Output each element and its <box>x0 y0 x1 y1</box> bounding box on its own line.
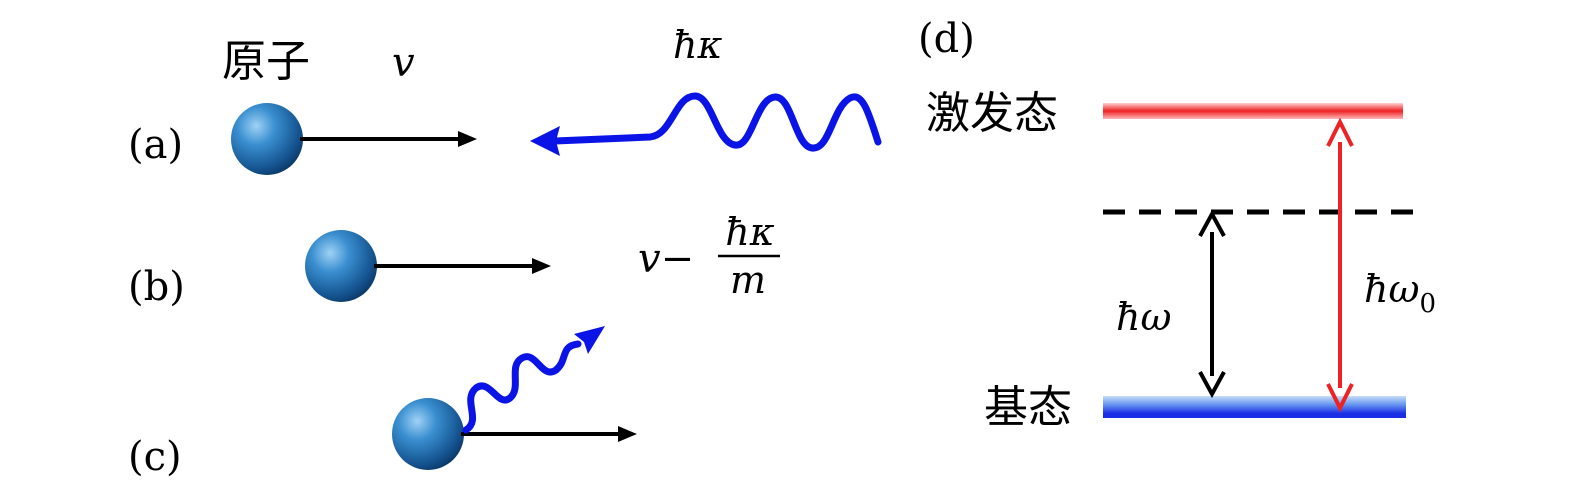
panel-d-label: (d) <box>918 16 975 62</box>
atom-label: 原子 <box>222 36 310 87</box>
panel-a-label: (a) <box>128 122 183 168</box>
panel-d: (d) 激发态 基态 ħω ħω0 <box>918 16 1436 433</box>
emitted-photon-wave <box>462 326 605 434</box>
velocity-arrow <box>300 131 477 147</box>
transition-energy-subscript: 0 <box>1419 289 1436 319</box>
laser-energy-label: ħω <box>1116 295 1171 339</box>
atom-sphere <box>392 398 464 470</box>
laser-photon-arrow <box>1198 209 1226 399</box>
fraction-denominator: m <box>730 258 766 302</box>
reduced-velocity-arrow <box>374 258 551 274</box>
reduced-velocity-prefix: v− <box>638 236 694 282</box>
ground-state-label: 基态 <box>984 382 1072 433</box>
panel-c-label: (c) <box>128 434 182 480</box>
excited-state-label: 激发态 <box>926 88 1058 139</box>
transition-arrow <box>1326 117 1354 413</box>
incoming-photon-wave <box>530 92 882 156</box>
panel-b-label: (b) <box>128 264 185 310</box>
atom-sphere <box>231 103 303 175</box>
excited-level-line <box>1103 103 1403 119</box>
ground-level-line <box>1103 396 1406 418</box>
panel-c: (c) <box>128 326 637 480</box>
panel-b: (b) v− ħκ m <box>128 210 780 310</box>
fraction-numerator: ħκ <box>725 210 774 254</box>
panel-a: 原子 v ħκ (a) <box>128 23 882 175</box>
transition-energy-label: ħω0 <box>1364 267 1436 319</box>
velocity-label: v <box>392 40 415 86</box>
atom-sphere <box>305 230 377 302</box>
transition-energy-symbol: ħω <box>1364 267 1419 311</box>
velocity-arrow <box>461 426 637 442</box>
photon-momentum-label: ħκ <box>673 23 722 67</box>
